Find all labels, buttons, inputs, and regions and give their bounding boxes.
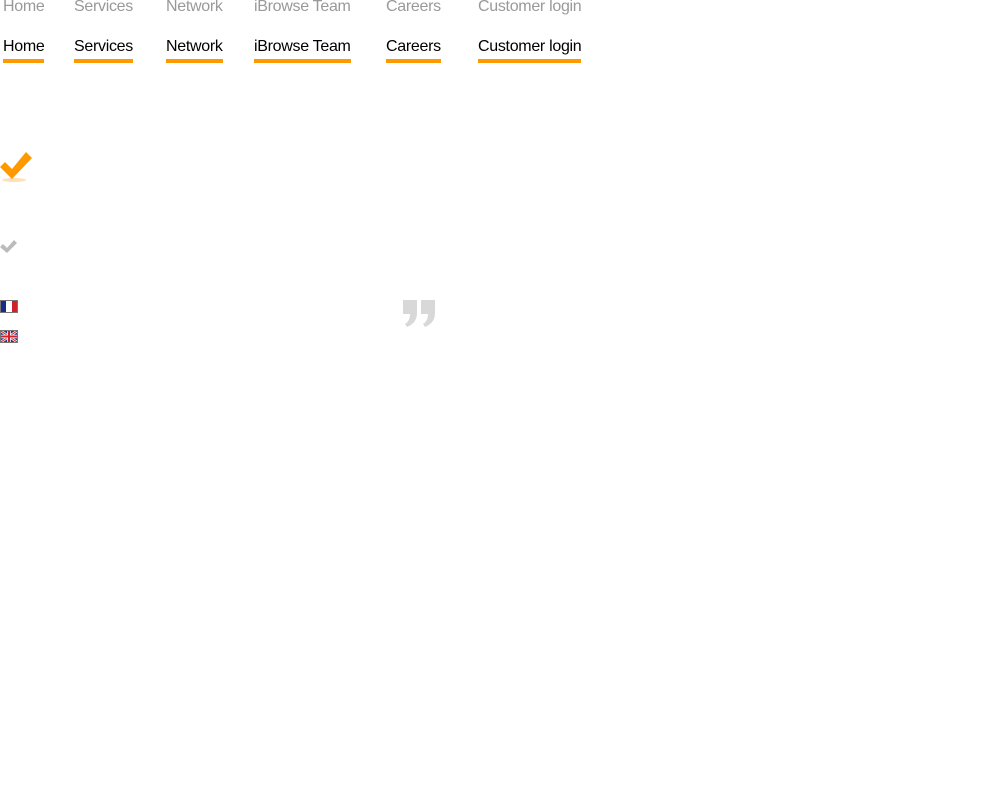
flag-france-icon[interactable] [0, 300, 18, 313]
nav-home[interactable]: Home [3, 38, 45, 63]
nav-services[interactable]: Services [74, 38, 133, 63]
nav-careers[interactable]: Careers [386, 38, 441, 63]
nav-team-hover[interactable]: iBrowse Team [254, 0, 351, 15]
flag-uk-icon[interactable] [0, 330, 18, 343]
check-small-icon [0, 240, 17, 253]
nav-customer-login[interactable]: Customer login [478, 38, 582, 63]
quote-icon [403, 300, 435, 327]
nav-home-hover[interactable]: Home [3, 0, 45, 15]
check-icon [0, 152, 32, 182]
nav-careers-hover[interactable]: Careers [386, 0, 441, 15]
nav-team[interactable]: iBrowse Team [254, 38, 351, 63]
nav-services-hover[interactable]: Services [74, 0, 133, 15]
nav-customer-login-hover[interactable]: Customer login [478, 0, 582, 15]
nav-network-hover[interactable]: Network [166, 0, 223, 15]
nav-network[interactable]: Network [166, 38, 223, 63]
